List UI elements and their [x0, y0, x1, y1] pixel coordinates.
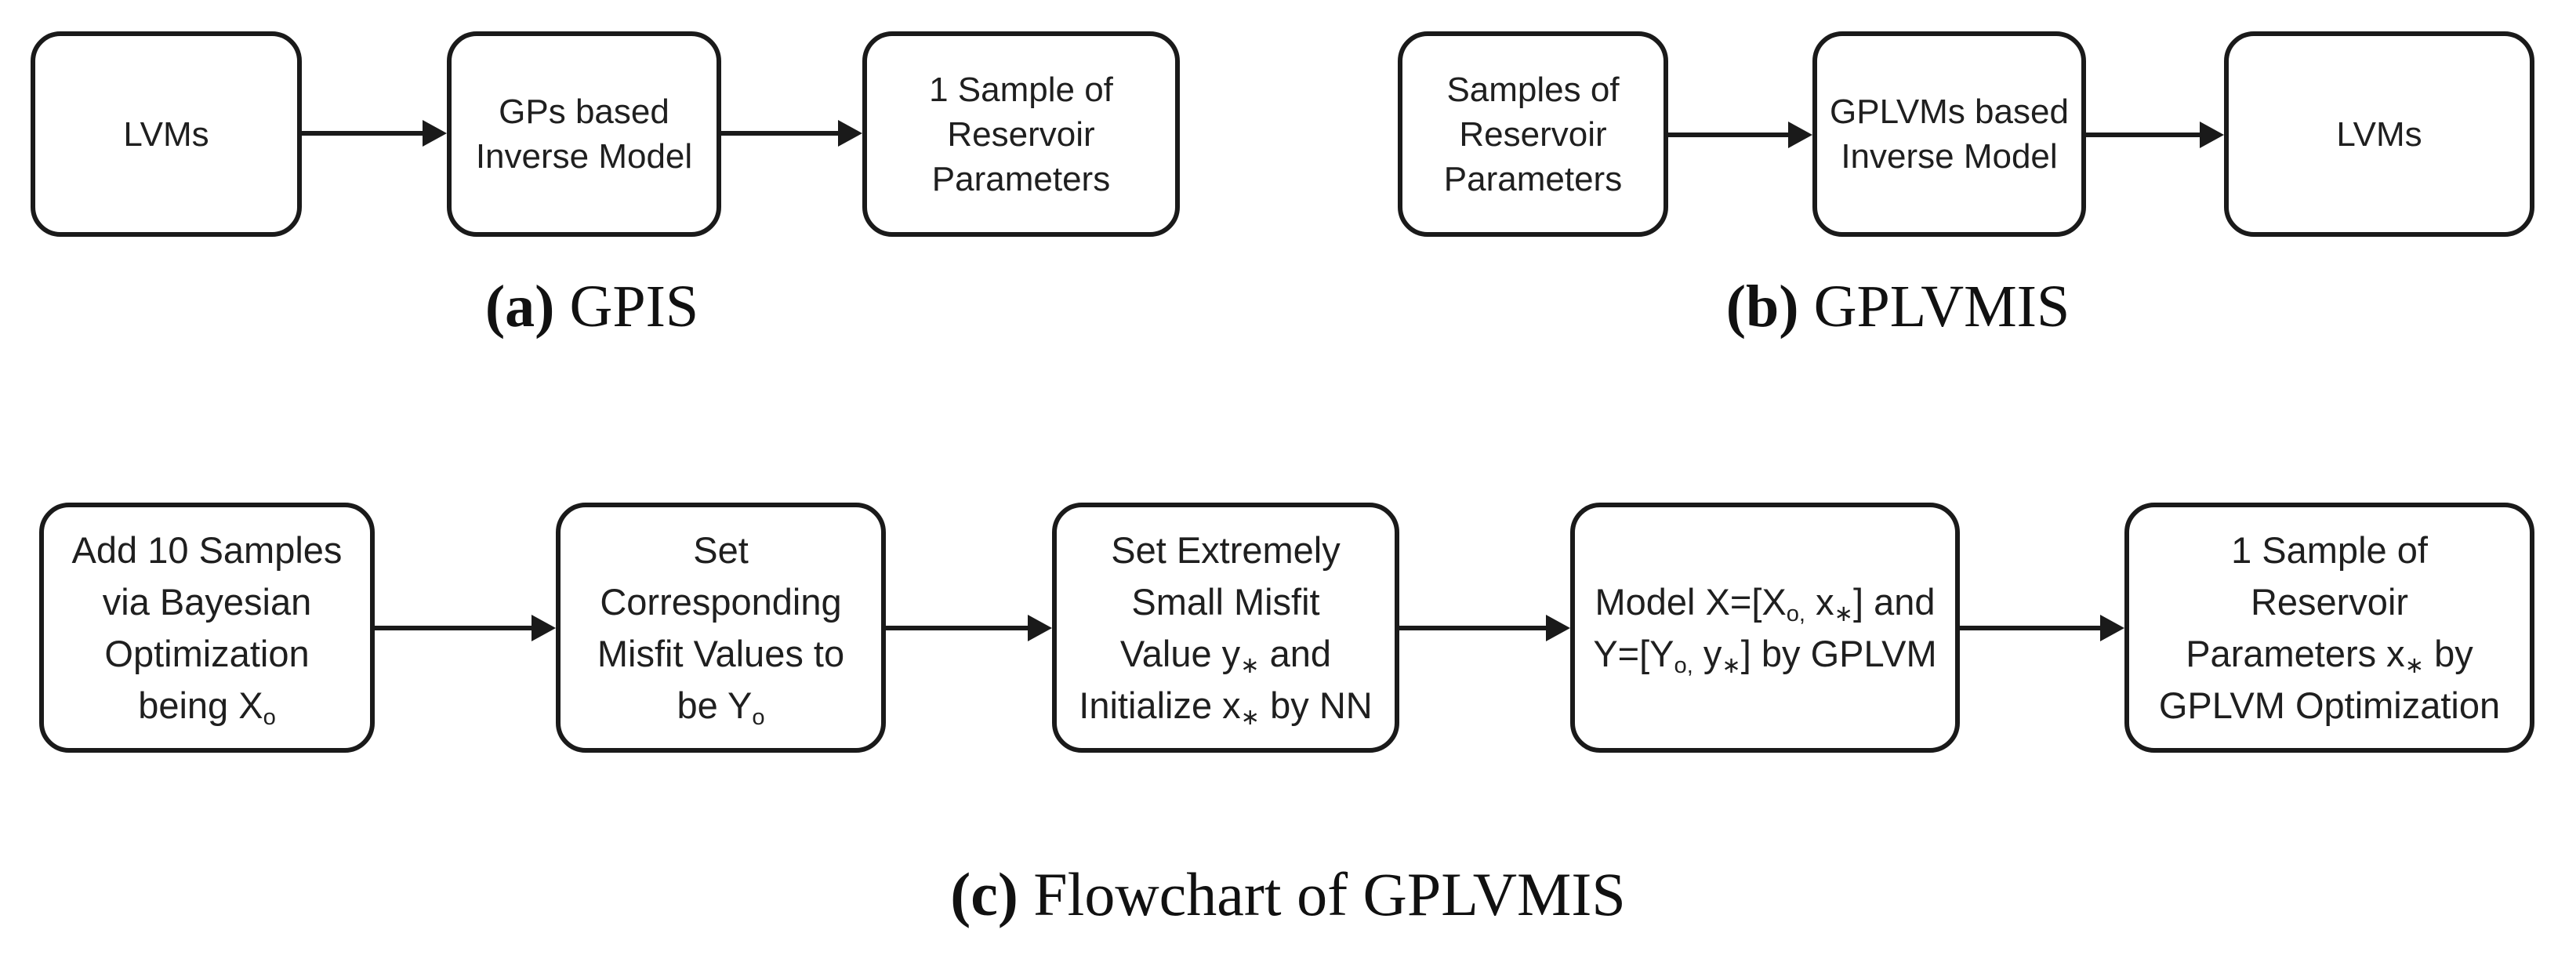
- arrow-line: [375, 626, 536, 630]
- box-text-line: Value y∗ and: [1119, 632, 1332, 678]
- box-lvms-input-a: LVMs: [31, 31, 302, 237]
- box-text-line: GPLVMs based: [1830, 93, 2069, 131]
- arrowhead-icon: [532, 615, 556, 641]
- arrowhead-icon: [1028, 615, 1052, 641]
- box-text-line: 1 Sample of: [929, 70, 1113, 109]
- caption-a-title: GPIS: [554, 274, 699, 340]
- box-text-line: Parameters: [1443, 159, 1623, 198]
- arrow-line: [302, 131, 427, 136]
- caption-a-label: (a): [484, 274, 555, 340]
- box-text-line: GPs based: [499, 93, 669, 131]
- arrow-line: [886, 626, 1032, 630]
- arrow-line: [2086, 133, 2204, 137]
- box-text-line: Inverse Model: [475, 137, 693, 176]
- box-text-line: LVMs: [2336, 114, 2422, 154]
- box-text-line: Small Misfit: [1131, 580, 1320, 623]
- caption-b-title: GPLVMIS: [1798, 274, 2070, 340]
- box-text-line: via Bayesian: [102, 580, 312, 623]
- box-text-line: Reservoir: [947, 114, 1095, 154]
- box-text-line: Optimization: [104, 632, 310, 674]
- box-text-line: Reservoir: [2250, 580, 2409, 623]
- arrow-line: [1668, 133, 1793, 137]
- box-text-line: Set Extremely: [1111, 528, 1341, 571]
- box-text-line: Inverse Model: [1841, 137, 2058, 176]
- arrow-line: [721, 131, 843, 136]
- flow-arrow-b1: [1668, 122, 1812, 148]
- arrowhead-icon: [2100, 615, 2124, 641]
- caption-c: (c) Flowchart of GPLVMIS: [950, 859, 1626, 930]
- arrowhead-icon: [1788, 122, 1812, 148]
- arrowhead-icon: [2200, 122, 2224, 148]
- flow-arrow-a1: [302, 120, 447, 147]
- arrow-line: [1960, 626, 2105, 630]
- box-text-line: Add 10 Samples: [71, 528, 343, 571]
- box-text-line: GPLVM Optimization: [2158, 684, 2501, 726]
- arrowhead-icon: [838, 120, 862, 147]
- box-text-line: Parameters: [931, 159, 1111, 198]
- box-text-line: Reservoir: [1459, 114, 1607, 154]
- box-lvms-output-b: LVMs: [2224, 31, 2534, 237]
- caption-a: (a) GPIS: [485, 273, 698, 341]
- flow-arrow-c3: [1399, 615, 1570, 641]
- arrowhead-icon: [423, 120, 447, 147]
- arrowhead-icon: [1546, 615, 1570, 641]
- box-text-line: Set: [693, 528, 749, 571]
- caption-b-label: (b): [1725, 274, 1799, 340]
- caption-c-label: (c): [950, 860, 1018, 928]
- caption-c-title: Flowchart of GPLVMIS: [1018, 860, 1626, 928]
- arrow-line: [1399, 626, 1551, 630]
- flow-arrow-c4: [1960, 615, 2124, 641]
- box-text-line: being Xo: [138, 684, 276, 730]
- flow-arrow-a2: [721, 120, 862, 147]
- box-text-line: Initialize x∗ by NN: [1079, 684, 1373, 730]
- box-text-line: 1 Sample of: [2231, 528, 2428, 571]
- box-text-line: Corresponding: [600, 580, 842, 623]
- box-text-line: Model X=[Xo, x∗] and: [1595, 580, 1936, 626]
- flow-arrow-c1: [375, 615, 556, 641]
- box-text-line: LVMs: [123, 114, 209, 154]
- box-text-line: be Yo: [677, 684, 765, 730]
- flow-arrow-b2: [2086, 122, 2224, 148]
- box-text-line: Y=[Yo, y∗] by GPLVM: [1593, 632, 1937, 678]
- caption-b: (b) GPLVMIS: [1726, 273, 2070, 341]
- box-text-line: Samples of: [1446, 70, 1620, 109]
- box-text-line: Misfit Values to: [597, 632, 845, 674]
- box-text-line: Parameters x∗ by: [2186, 632, 2473, 678]
- flow-arrow-c2: [886, 615, 1052, 641]
